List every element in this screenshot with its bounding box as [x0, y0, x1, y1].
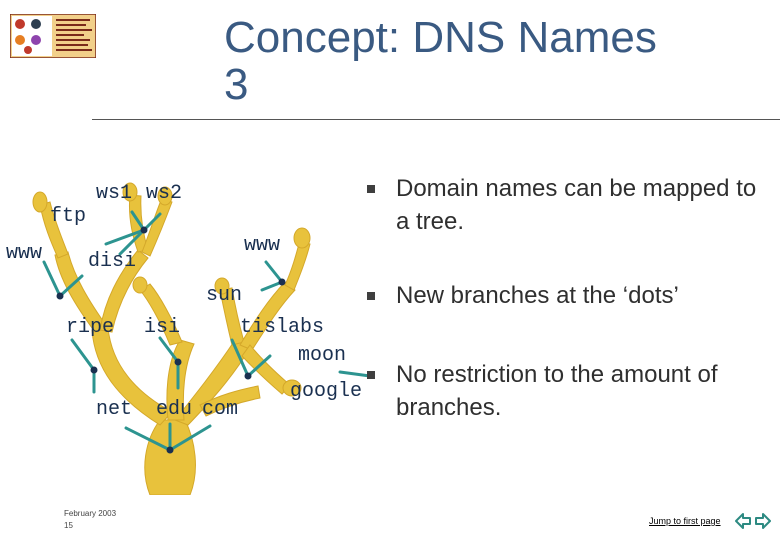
label-google: google — [290, 380, 363, 403]
label-disi: disi — [88, 250, 137, 273]
label-net: net — [96, 398, 133, 421]
label-isi: isi — [144, 316, 181, 339]
footer-page-number: 15 — [64, 521, 73, 530]
bullet-square-icon — [367, 292, 375, 300]
label-edu: edu — [156, 398, 193, 421]
next-page-arrow-icon[interactable] — [754, 512, 772, 530]
footer-date: February 2003 — [64, 509, 117, 518]
bullet-item: New branches at the ‘dots’ — [364, 279, 774, 312]
bullet-text: No restriction to the amount of branches… — [396, 361, 718, 421]
bullet-square-icon — [367, 185, 375, 193]
label-www-left: www — [6, 242, 43, 265]
label-ripe: ripe — [66, 316, 115, 339]
label-ws2: ws2 — [146, 182, 183, 205]
label-sun: sun — [206, 284, 243, 307]
institution-logo — [10, 14, 96, 58]
dns-tree-illustration — [32, 182, 372, 495]
bullet-text: New branches at the ‘dots’ — [396, 282, 679, 309]
bullet-square-icon — [367, 371, 375, 379]
label-com: com — [202, 398, 239, 421]
jump-to-first-page-link[interactable]: Jump to first page — [649, 516, 721, 526]
label-tislabs: tislabs — [240, 316, 325, 339]
bullet-item: Domain names can be mapped to a tree. — [364, 172, 774, 238]
previous-page-arrow-icon[interactable] — [734, 512, 752, 530]
label-moon: moon — [298, 344, 347, 367]
slide-footer: February 2003 15 — [64, 508, 116, 532]
bullet-list: Domain names can be mapped to a tree. Ne… — [364, 172, 774, 424]
bullet-item: No restriction to the amount of branches… — [364, 358, 774, 424]
label-ws1: ws1 — [96, 182, 133, 205]
title-line-2: 3 — [224, 60, 249, 109]
title-line-1: Concept: DNS Names — [224, 13, 657, 62]
label-www-right: www — [244, 234, 281, 257]
slide-title: Concept: DNS Names 3 — [224, 14, 657, 108]
bullet-text: Domain names can be mapped to a tree. — [396, 175, 757, 235]
label-ftp: ftp — [50, 205, 87, 228]
title-divider — [92, 119, 780, 120]
